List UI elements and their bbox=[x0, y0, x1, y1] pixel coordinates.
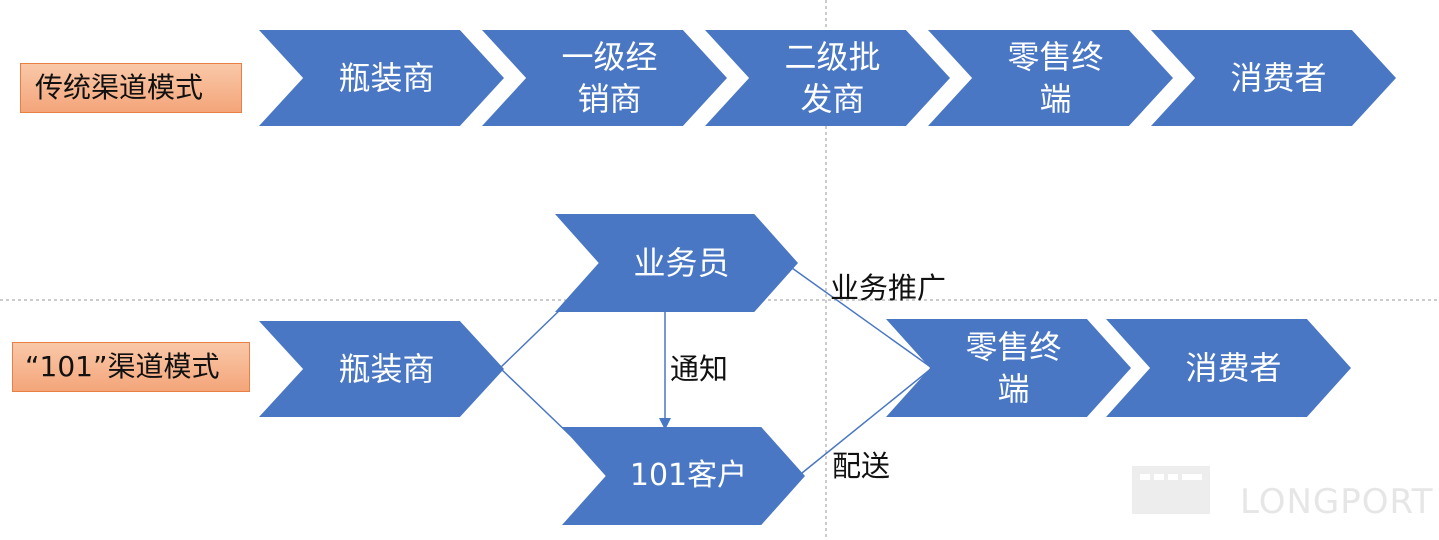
connector-salesman-to-retail bbox=[791, 267, 933, 369]
traditional-step-label: 消费者 bbox=[1230, 59, 1327, 97]
connector-bottler-to-salesman bbox=[499, 307, 563, 369]
promotion-annotation: 业务推广 bbox=[830, 271, 947, 305]
traditional-step-label: 一级经销商 bbox=[561, 38, 658, 118]
salesman-label: 业务员 bbox=[633, 244, 730, 282]
connector-bottler-to-client bbox=[499, 367, 573, 438]
traditional-mode-label: 传统渠道模式 bbox=[20, 63, 242, 113]
traditional-step-label: 零售终端 bbox=[1007, 38, 1104, 118]
model-101-bottler-label: 瓶装商 bbox=[338, 350, 435, 388]
traditional-step-secondary-wholesaler: 二级批发商 bbox=[705, 30, 950, 126]
model-101-consumer-label: 消费者 bbox=[1185, 349, 1282, 387]
traditional-step-bottler: 瓶装商 bbox=[259, 30, 504, 126]
notify-annotation: 通知 bbox=[670, 352, 729, 386]
connector-client-to-retail bbox=[801, 367, 933, 474]
model-101-retail-label: 零售终端 bbox=[965, 328, 1062, 408]
traditional-step-label: 瓶装商 bbox=[338, 59, 435, 97]
notify-arrow-head bbox=[659, 418, 671, 430]
model-101-label: “101”渠道模式 bbox=[12, 342, 250, 392]
delivery-annotation: 配送 bbox=[832, 449, 891, 483]
watermark-text: LONGPORT bbox=[1240, 482, 1434, 522]
client-101-label: 101客户 bbox=[629, 458, 748, 493]
traditional-step-consumer: 消费者 bbox=[1151, 30, 1396, 126]
traditional-step-label: 二级批发商 bbox=[784, 38, 881, 118]
longport-logo-icon bbox=[1132, 466, 1210, 514]
